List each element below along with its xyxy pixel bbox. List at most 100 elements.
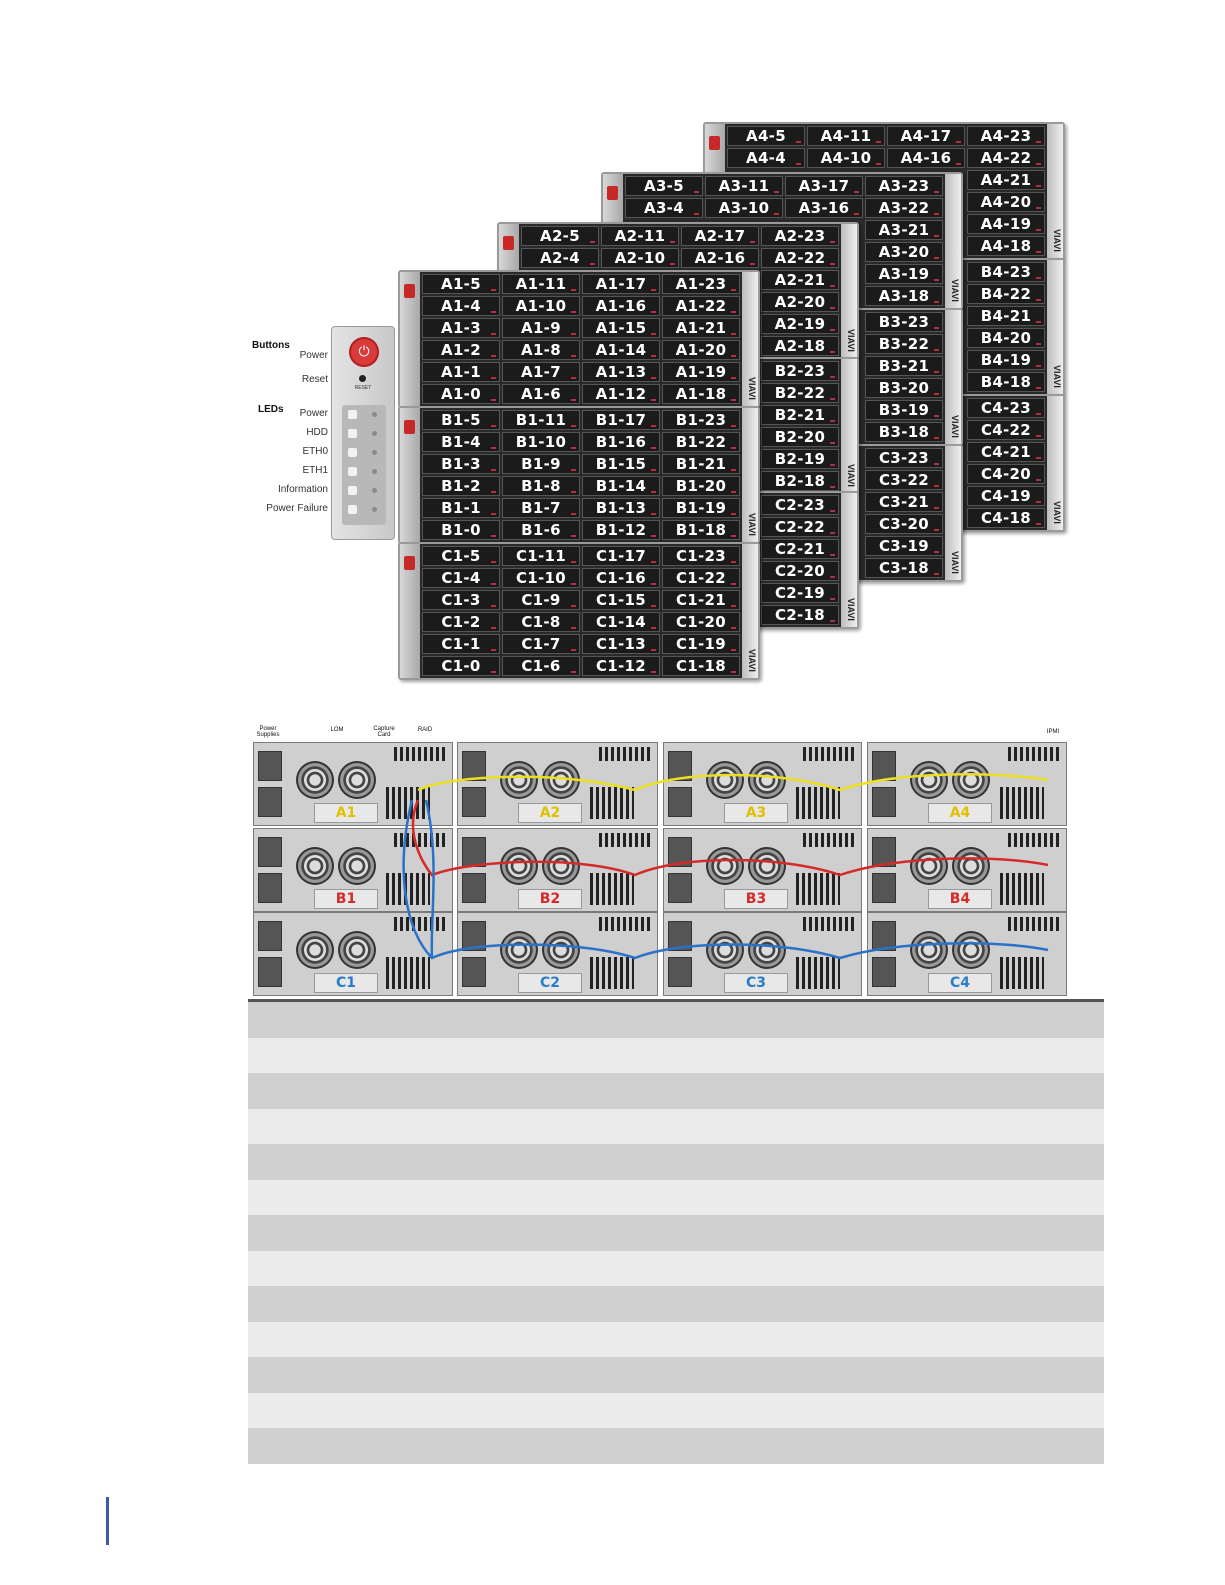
drive-bay: A1-20 xyxy=(662,340,740,360)
chassis-ear xyxy=(1047,260,1063,394)
fan-icon xyxy=(910,931,948,969)
drive-bay: B2-20 xyxy=(761,427,839,447)
drive-bay: A3-17 xyxy=(785,176,863,196)
brand-logo: VIAVI xyxy=(846,329,856,352)
warning-icon xyxy=(503,236,514,250)
led-label: HDD xyxy=(306,427,328,438)
table-row xyxy=(248,1321,1104,1358)
unit-label: A2 xyxy=(518,803,582,823)
drive-bay: A2-17 xyxy=(681,226,759,246)
chassis-ear xyxy=(400,408,420,542)
drive-bay: A4-21 xyxy=(967,170,1045,190)
warning-icon xyxy=(607,186,618,200)
rear-label-capture-card: Capture Card xyxy=(373,726,395,738)
drive-bay: A4-11 xyxy=(807,126,885,146)
rear-unit-a1: A1 xyxy=(253,742,453,826)
drive-bay: A3-11 xyxy=(705,176,783,196)
drive-bay: C1-20 xyxy=(662,612,740,632)
drive-bay: C3-18 xyxy=(865,558,943,578)
drive-bay: B2-18 xyxy=(761,471,839,491)
fan-icon xyxy=(296,761,334,799)
power-supply xyxy=(668,921,692,951)
drive-bay: C3-23 xyxy=(865,448,943,468)
drive-bay: A3-21 xyxy=(865,220,943,240)
drive-bay: C1-0 xyxy=(422,656,500,676)
drive-bay: C1-5 xyxy=(422,546,500,566)
table-row xyxy=(248,1108,1104,1145)
drive-bay: C1-9 xyxy=(502,590,580,610)
unit-label: B2 xyxy=(518,889,582,909)
power-button[interactable]: ⏻ xyxy=(349,337,379,367)
drive-bay: C1-12 xyxy=(582,656,660,676)
power-button-label: Power xyxy=(299,350,328,361)
drive-bay: A1-21 xyxy=(662,318,740,338)
vent-grille xyxy=(599,917,653,931)
power-supply xyxy=(462,751,486,781)
reset-button-label: Reset xyxy=(301,374,328,385)
table-row xyxy=(248,1250,1104,1287)
drive-bay: A1-17 xyxy=(582,274,660,294)
drive-bay: A1-8 xyxy=(502,340,580,360)
rear-unit-b2: B2 xyxy=(457,828,658,912)
brand-logo: VIAVI xyxy=(1052,501,1062,524)
vent-grille xyxy=(796,873,840,905)
unit-label: A4 xyxy=(928,803,992,823)
drive-bay: C4-20 xyxy=(967,464,1045,484)
drive-bay: B1-18 xyxy=(662,520,740,540)
chassis-ear xyxy=(841,224,857,358)
drive-bay: A1-6 xyxy=(502,384,580,404)
drive-bay: B1-6 xyxy=(502,520,580,540)
unit-label: B1 xyxy=(314,889,378,909)
unit-label: B3 xyxy=(724,889,788,909)
power-supply xyxy=(258,873,282,903)
chassis-ear xyxy=(841,359,857,493)
drive-bay: B1-14 xyxy=(582,476,660,496)
drive-bay: C3-19 xyxy=(865,536,943,556)
power-supply xyxy=(872,751,896,781)
power-supply xyxy=(258,957,282,987)
led-light xyxy=(372,469,377,474)
reset-button[interactable] xyxy=(359,375,366,382)
fan-icon xyxy=(500,761,538,799)
drive-bay: A1-3 xyxy=(422,318,500,338)
drive-bay: A1-1 xyxy=(422,362,500,382)
led-light xyxy=(372,450,377,455)
table-row xyxy=(248,1286,1104,1322)
drive-bay: C2-22 xyxy=(761,517,839,537)
drive-bay: C1-14 xyxy=(582,612,660,632)
table-row xyxy=(248,1357,1104,1393)
table-row xyxy=(248,1392,1104,1429)
vent-grille xyxy=(590,787,634,819)
drive-bay: B3-22 xyxy=(865,334,943,354)
unit-label: A1 xyxy=(314,803,378,823)
drive-bay: C1-6 xyxy=(502,656,580,676)
chassis-ear xyxy=(742,408,758,542)
warning-icon xyxy=(709,136,720,150)
drive-bay: B1-2 xyxy=(422,476,500,496)
rear-label-ipmi: IPMI xyxy=(1046,729,1060,735)
vent-grille xyxy=(590,957,634,989)
drive-bay: B1-11 xyxy=(502,410,580,430)
vent-grille xyxy=(386,787,430,819)
brand-logo: VIAVI xyxy=(846,598,856,621)
rear-unit-a2: A2 xyxy=(457,742,658,826)
drive-bay: C4-18 xyxy=(967,508,1045,528)
unit-label: A3 xyxy=(724,803,788,823)
drive-bay: C1-7 xyxy=(502,634,580,654)
reset-caption: RESET xyxy=(354,385,372,391)
drive-bay: B4-21 xyxy=(967,306,1045,326)
drive-bay: A3-22 xyxy=(865,198,943,218)
drive-bay: B1-23 xyxy=(662,410,740,430)
drive-bay: C2-18 xyxy=(761,605,839,625)
chassis-ear xyxy=(841,493,857,627)
power-supply xyxy=(462,957,486,987)
vent-grille xyxy=(394,833,448,847)
rear-label-lom: LOM xyxy=(330,727,344,733)
led-light xyxy=(372,412,377,417)
drive-bay: A2-4 xyxy=(521,248,599,268)
drive-bay: A4-5 xyxy=(727,126,805,146)
drive-bay: A4-20 xyxy=(967,192,1045,212)
chassis-ear xyxy=(400,272,420,406)
